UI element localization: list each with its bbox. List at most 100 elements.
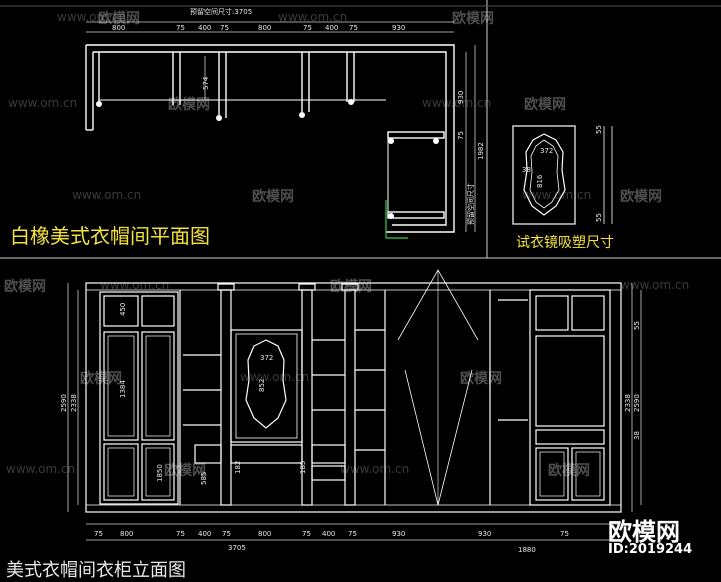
panel [103,443,139,501]
panel [103,295,139,327]
elev-bottom-dim: 930 [478,530,491,538]
elev-total-dim: 3705 [228,544,246,552]
door-swing-mark [404,369,473,506]
watermark-id: ID:2019244 [608,542,693,557]
watermark-site: www.om.cn [72,188,142,202]
plan-dim: 800 [112,24,125,32]
elev-dim: 182 [234,461,242,474]
elev-dim: 852 [258,379,266,392]
mirror-detail [512,125,613,225]
elev-bottom-dim: 800 [120,530,133,538]
watermark-site: www.om.cn [100,278,170,292]
elev-dim: 185 [299,461,307,474]
mirror-shape [245,339,287,429]
plan-dim: 400 [198,24,211,32]
mirror-inner [529,139,560,209]
watermark-site: www.om.cn [340,462,410,476]
watermark-brand: 欧模网 [80,371,122,387]
knob [348,99,354,105]
drawer [194,444,222,464]
knob [388,138,394,144]
mirror-panel-inner [235,333,298,439]
column-cap [341,283,359,291]
watermark-site: www.om.cn [620,278,690,292]
elevation-dim-lines [67,283,642,541]
knob [388,213,394,219]
plan-dim: 1982 [477,142,485,160]
watermark-logo: 欧模网 [608,518,680,546]
dimension-texts: 预留空间尺寸:3705 800 75 400 75 800 75 400 75 … [60,7,641,554]
watermark-site: www.om.cn [522,188,592,202]
plan-wall-outline [86,44,455,233]
elev-dim: 1850 [156,464,164,482]
panel [103,331,139,441]
watermark-brand: 欧模网 [330,279,372,295]
plan-view [85,44,455,233]
watermark-brand: 欧模网 [460,371,502,387]
knob [299,112,305,118]
panel [571,447,605,501]
elev-bottom-dim: 75 [348,530,357,538]
mirror-shape [523,133,566,216]
elev-dim: 372 [260,354,273,362]
plan-shelf [387,131,445,139]
watermark-brand: 欧模网 [548,463,590,479]
right-cabinet [529,289,611,506]
drawer [230,444,303,464]
panel-inner [539,451,565,497]
elev-bottom-dim: 75 [302,530,311,538]
plan-dim: 75 [457,131,465,140]
watermark-brand: 欧模网 [252,189,294,205]
drawer [535,429,605,445]
watermark-brand: 欧模网 [98,11,140,27]
panel-inner [107,335,135,437]
plan-top-label: 预留空间尺寸:3705 [190,7,252,16]
plan-shelf [387,211,445,219]
elev-bottom-dim: 75 [176,530,185,538]
elev-bottom-dim: 930 [392,530,405,538]
panel-inner [575,451,601,497]
watermark-brand: 欧模网 [4,279,46,295]
panel [141,331,175,441]
elev-bottom-dim: 75 [94,530,103,538]
elevation-outline [85,282,622,513]
elev-dim: 55 [633,321,641,330]
plan-dim: 75 [303,24,312,32]
plan-dim: 930 [392,24,405,32]
watermark-brand: 欧模网 [452,11,494,27]
panel [535,447,569,501]
knob [96,101,102,107]
plan-door-swing [385,200,408,239]
elev-dim: 38 [633,431,641,440]
plan-dim: 400 [325,24,338,32]
elevation-title: 美式衣帽间衣柜立面图 [6,560,186,581]
plan-right-label: 预留空间尺寸 [466,183,475,225]
elev-dim: 2338 [70,394,78,412]
watermark-site: www.om.cn [6,462,76,476]
panel [535,295,569,331]
mirror-dim: 55 [595,125,603,134]
elevation-view [85,269,622,513]
mirror-dim: 38 [522,166,531,174]
watermark-site: www.om.cn [278,10,348,24]
panel-inner [107,447,135,497]
watermark-site: www.om.cn [8,96,78,110]
elev-dim: 2590 [633,394,641,412]
mirror-frame [512,125,576,225]
knob [433,138,439,144]
elev-dim: 450 [119,303,127,316]
elev-dim: 1384 [119,380,127,398]
plan-title: 白橡美式衣帽间平面图 [10,224,210,248]
watermark-site: www.om.cn [422,96,492,110]
plan-dim: 75 [220,24,229,32]
plan-dim: 930 [457,91,465,104]
elev-total-dim: 1880 [518,546,536,554]
knob [216,115,222,121]
mirror-panel [230,329,303,443]
watermark-brand: 欧模网 [168,97,210,113]
plan-dim: 75 [349,24,358,32]
sheet-frame [0,0,721,259]
mirror-title: 试衣镜吸塑尺寸 [516,235,614,251]
